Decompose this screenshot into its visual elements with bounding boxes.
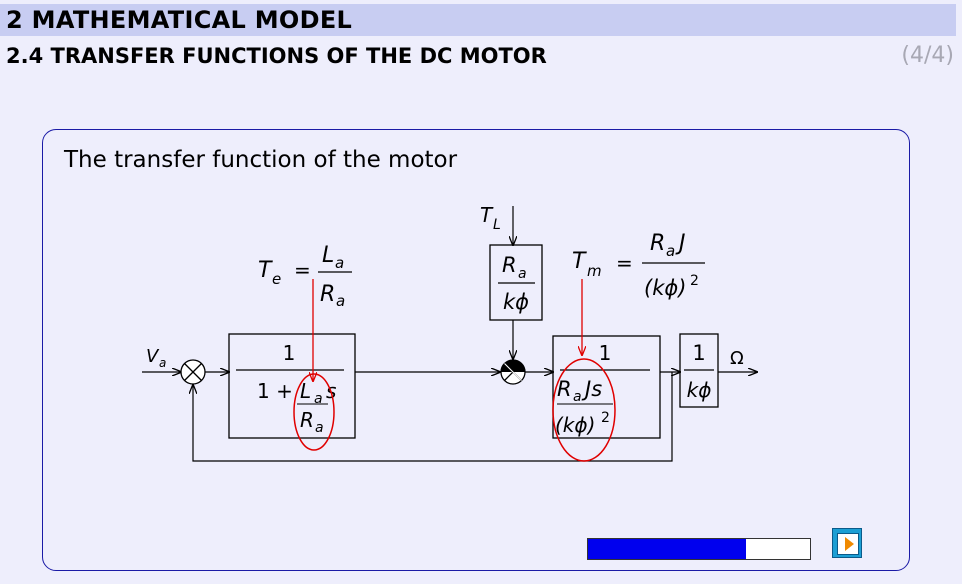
block-load: R a kϕ: [489, 244, 543, 321]
svg-text:1: 1: [283, 341, 296, 365]
svg-text:2: 2: [690, 273, 699, 289]
svg-text:kϕ: kϕ: [503, 290, 529, 314]
svg-text:V: V: [146, 346, 160, 367]
svg-text:2: 2: [601, 410, 610, 426]
svg-text:L: L: [322, 243, 334, 268]
svg-text:a: a: [315, 420, 324, 436]
svg-text:a: a: [335, 254, 344, 272]
svg-text:a: a: [666, 242, 675, 260]
svg-text:a: a: [314, 391, 323, 407]
svg-text:T: T: [258, 258, 273, 283]
svg-text:a: a: [336, 292, 345, 310]
svg-text:Js: Js: [581, 377, 602, 401]
section-title: 2.4 TRANSFER FUNCTIONS OF THE DC MOTOR: [6, 44, 547, 68]
svg-text:(kϕ): (kϕ): [555, 413, 595, 437]
svg-text:J: J: [675, 231, 686, 256]
svg-text:e: e: [272, 270, 281, 288]
svg-text:a: a: [573, 389, 582, 405]
content-panel: [42, 129, 910, 571]
svg-text:=: =: [616, 251, 633, 275]
svg-text:L: L: [300, 379, 311, 403]
summing-junction-2: [500, 359, 526, 385]
panel-heading: The transfer function of the motor: [64, 147, 458, 173]
svg-text:R: R: [557, 377, 572, 401]
svg-text:a: a: [159, 356, 166, 370]
input-label: V a: [146, 346, 166, 370]
svg-text:kϕ: kϕ: [687, 378, 712, 402]
svg-text:L: L: [493, 217, 501, 233]
tm-annotation: T m = R a J (kϕ) 2: [572, 231, 705, 300]
svg-text:R: R: [300, 408, 314, 432]
next-button[interactable]: [832, 528, 862, 558]
svg-text:R: R: [502, 253, 517, 277]
play-arrow-icon: [837, 533, 859, 555]
svg-text:1: 1: [692, 341, 705, 365]
load-torque-label: T L: [480, 203, 501, 233]
progress-bar: [587, 538, 811, 560]
block-flux: 1 kϕ: [679, 333, 719, 408]
page-indicator: (4/4): [901, 43, 954, 68]
svg-text:1: 1: [599, 341, 612, 365]
svg-text:R: R: [650, 231, 665, 256]
title-bar: [0, 4, 956, 36]
output-label: Ω: [730, 348, 744, 369]
block-electrical: 1 1 + L a s R a: [228, 333, 356, 439]
block-mechanical: 1 R a Js (kϕ) 2: [552, 335, 661, 439]
svg-text:=: =: [294, 258, 311, 282]
svg-text:a: a: [518, 266, 527, 282]
progress-fill: [588, 539, 746, 559]
te-highlight-ellipse: [293, 373, 335, 451]
summing-junction-1: [180, 359, 206, 385]
svg-text:1 +: 1 +: [257, 379, 293, 403]
tm-highlight-ellipse: [552, 358, 616, 462]
svg-text:m: m: [587, 262, 602, 280]
svg-text:(kϕ): (kϕ): [644, 276, 686, 300]
svg-text:T: T: [480, 203, 494, 227]
feedback-line: [193, 372, 673, 462]
svg-text:R: R: [320, 282, 335, 307]
svg-text:T: T: [572, 249, 587, 274]
te-annotation: T e = L a R a: [258, 243, 352, 310]
chapter-title: 2 MATHEMATICAL MODEL: [6, 6, 353, 34]
